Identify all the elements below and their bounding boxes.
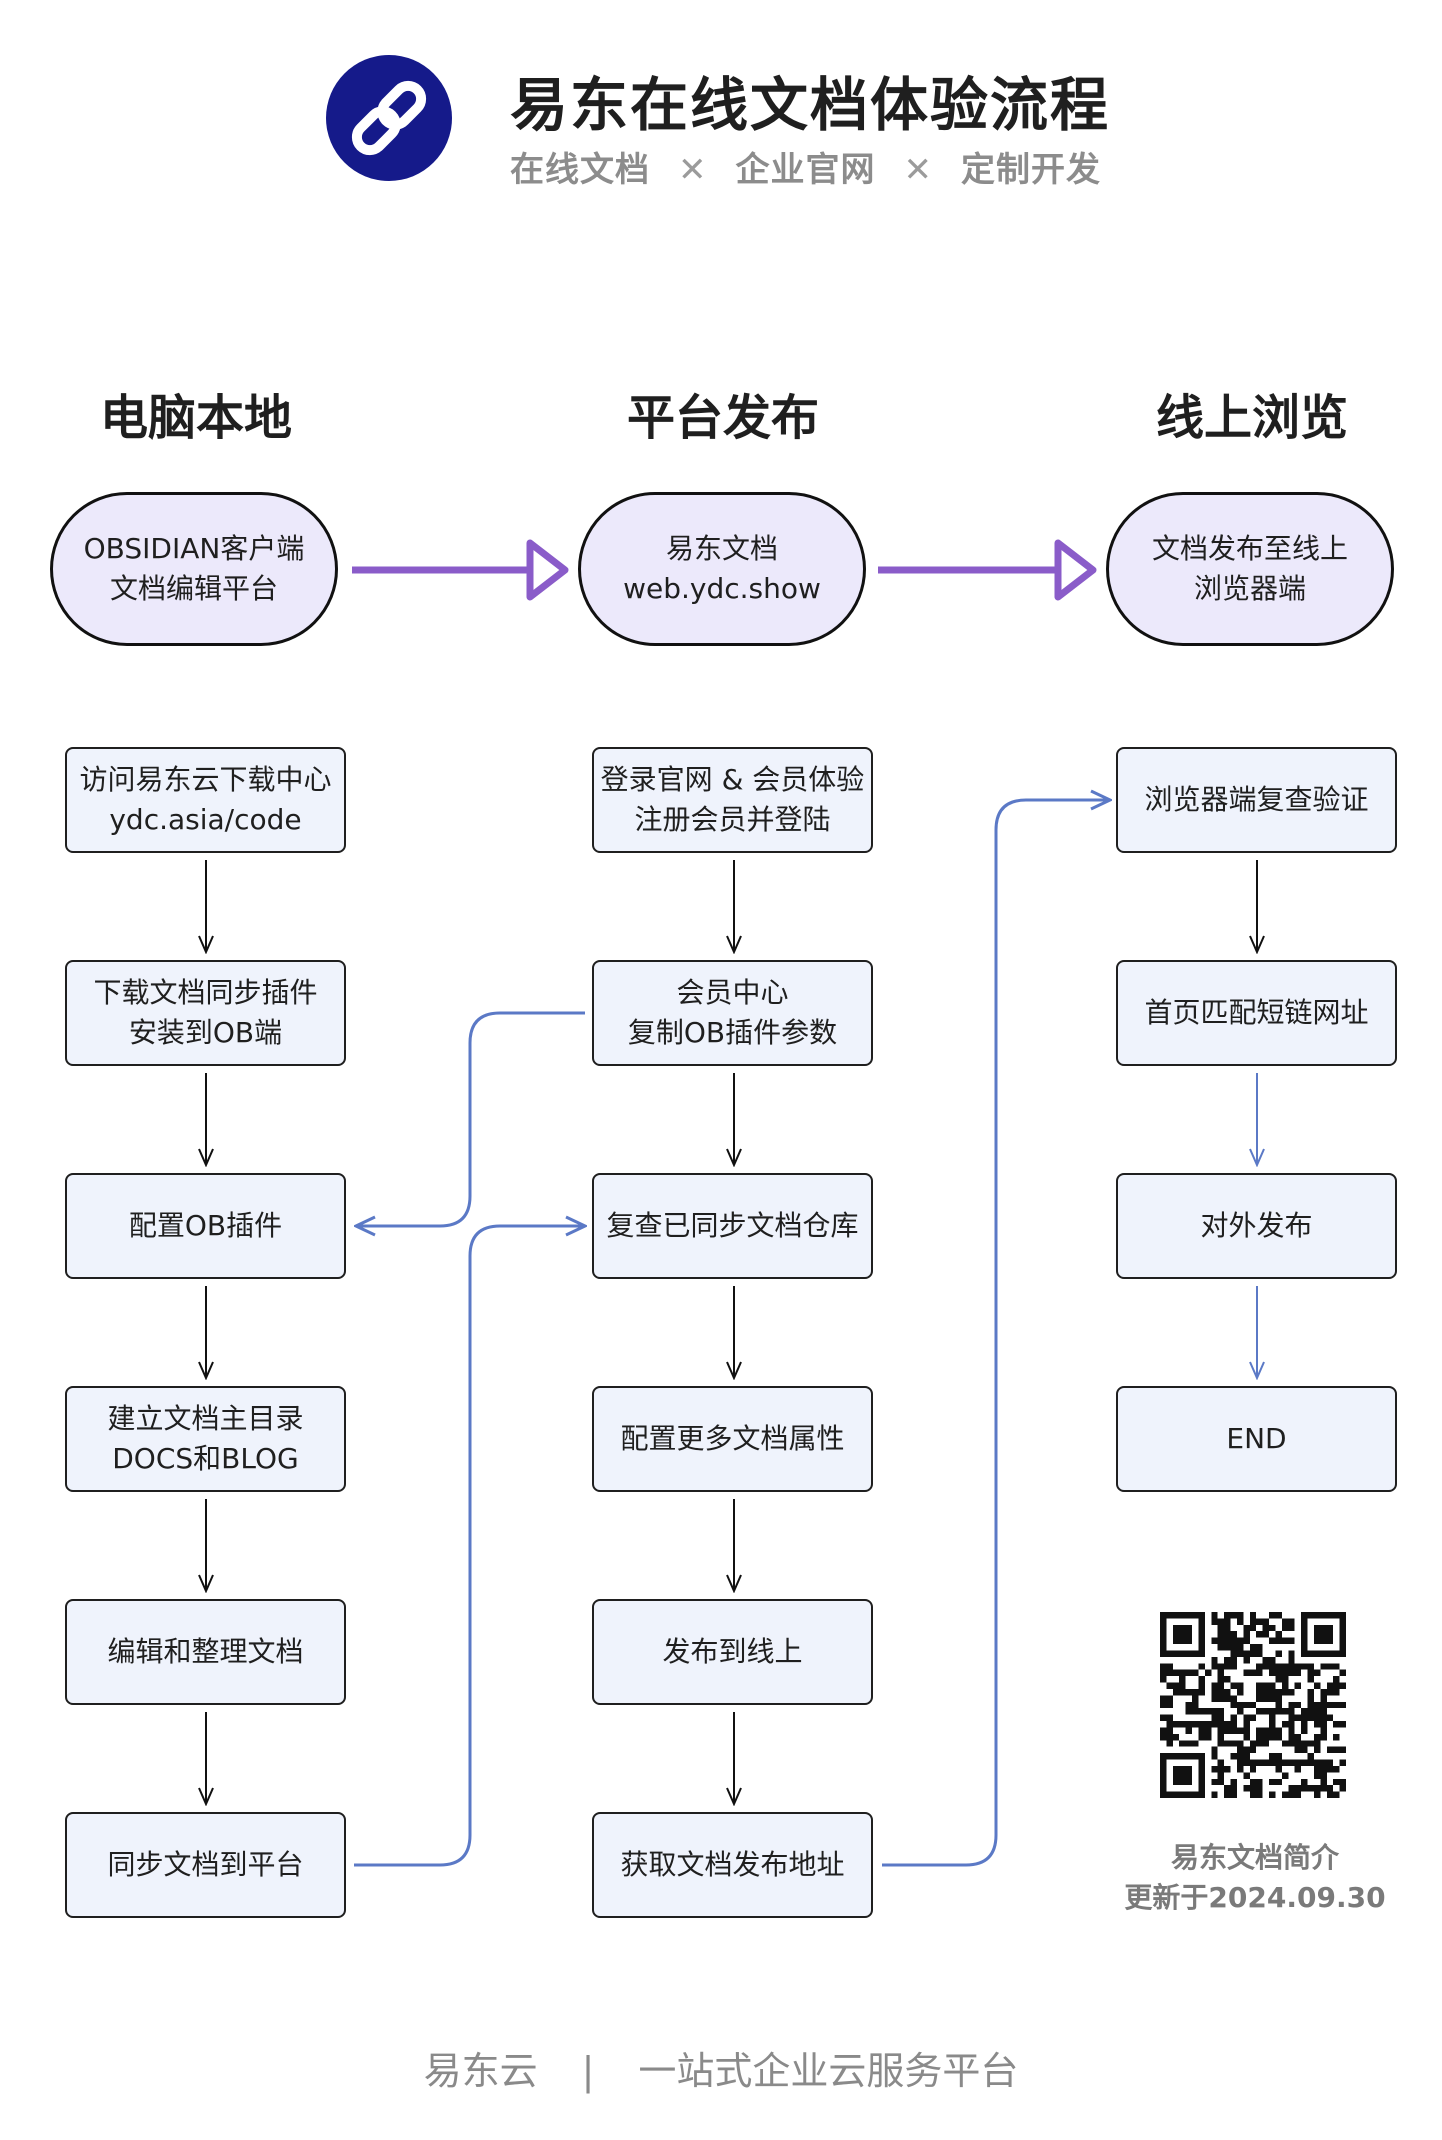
column-heading-online: 线上浏览 xyxy=(1155,390,1348,446)
chain-link-icon xyxy=(351,80,427,156)
step-local-2: 下载文档同步插件 安装到OB端 xyxy=(65,960,346,1066)
step-text: 获取文档发布地址 xyxy=(620,1848,845,1881)
step-text: 建立文档主目录 xyxy=(107,1402,304,1435)
step-text: 复查已同步文档仓库 xyxy=(606,1209,859,1242)
footer: 易东云 | 一站式企业云服务平台 xyxy=(0,2040,1442,2095)
qr-code[interactable] xyxy=(1160,1612,1346,1798)
stage-platform: 易东文档 web.ydc.show xyxy=(578,492,866,646)
qr-caption-block: 易东文档简介 更新于2024.09.30 xyxy=(1110,1838,1400,1918)
qr-code-icon xyxy=(1160,1612,1346,1798)
step-text: 安装到OB端 xyxy=(128,1016,283,1049)
stage-local: OBSIDIAN客户端 文档编辑平台 xyxy=(50,492,338,646)
step-text: 登录官网 & 会员体验 xyxy=(600,763,865,796)
stage-line: 文档发布至线上 xyxy=(1151,532,1348,565)
footer-slogan: 一站式企业云服务平台 xyxy=(638,2049,1019,2093)
step-text: 对外发布 xyxy=(1200,1209,1313,1242)
step-local-4: 建立文档主目录 DOCS和BLOG xyxy=(65,1386,346,1492)
step-text: DOCS和BLOG xyxy=(112,1442,299,1475)
step-online-1: 浏览器端复查验证 xyxy=(1116,747,1397,853)
step-text: 配置OB插件 xyxy=(128,1209,283,1242)
stage-line: web.ydc.show xyxy=(623,572,821,605)
stage-online: 文档发布至线上 浏览器端 xyxy=(1106,492,1394,646)
step-platform-4: 配置更多文档属性 xyxy=(592,1386,873,1492)
stage-line: OBSIDIAN客户端 xyxy=(83,532,305,565)
cross-connector xyxy=(354,1226,585,1867)
stage-arrow xyxy=(352,539,569,601)
step-text: 下载文档同步插件 xyxy=(93,976,318,1009)
cross-connector xyxy=(882,800,1110,1867)
column-heading-local: 电脑本地 xyxy=(99,390,292,446)
subtitle-separator: ✕ xyxy=(678,150,708,190)
step-platform-3: 复查已同步文档仓库 xyxy=(592,1173,873,1279)
stage-line: 易东文档 xyxy=(665,532,778,565)
step-platform-2: 会员中心 复制OB插件参数 xyxy=(592,960,873,1066)
step-text: 编辑和整理文档 xyxy=(107,1635,304,1668)
step-platform-1: 登录官网 & 会员体验 注册会员并登陆 xyxy=(592,747,873,853)
step-text: ydc.asia/code xyxy=(109,803,302,836)
cross-connector xyxy=(356,1011,585,1226)
subtitle-item: 在线文档 xyxy=(510,150,650,190)
step-local-3: 配置OB插件 xyxy=(65,1173,346,1279)
step-text: 浏览器端复查验证 xyxy=(1144,783,1369,816)
step-text: 配置更多文档属性 xyxy=(620,1422,845,1455)
stage-line: 浏览器端 xyxy=(1193,572,1306,605)
step-local-1: 访问易东云下载中心 ydc.asia/code xyxy=(65,747,346,853)
subtitle-separator: ✕ xyxy=(903,150,933,190)
footer-brand: 易东云 xyxy=(423,2049,538,2093)
step-text: END xyxy=(1226,1422,1287,1455)
step-text: 访问易东云下载中心 xyxy=(79,763,332,796)
step-platform-6: 获取文档发布地址 xyxy=(592,1812,873,1918)
step-online-2: 首页匹配短链网址 xyxy=(1116,960,1397,1066)
stage-arrow xyxy=(878,539,1097,601)
step-text: 会员中心 xyxy=(676,976,789,1009)
qr-updated: 更新于2024.09.30 xyxy=(1124,1881,1386,1914)
step-platform-5: 发布到线上 xyxy=(592,1599,873,1705)
step-local-6: 同步文档到平台 xyxy=(65,1812,346,1918)
subtitle-item: 企业官网 xyxy=(735,150,876,190)
logo-badge xyxy=(326,55,452,181)
step-text: 同步文档到平台 xyxy=(107,1848,304,1881)
step-text: 首页匹配短链网址 xyxy=(1144,996,1369,1029)
subtitle-item: 定制开发 xyxy=(961,150,1101,190)
step-online-3: 对外发布 xyxy=(1116,1173,1397,1279)
step-text: 发布到线上 xyxy=(662,1635,803,1668)
column-heading-platform: 平台发布 xyxy=(626,390,819,446)
step-text: 复制OB插件参数 xyxy=(627,1016,838,1049)
step-local-5: 编辑和整理文档 xyxy=(65,1599,346,1705)
qr-caption: 易东文档简介 xyxy=(1170,1841,1339,1874)
footer-divider: | xyxy=(581,2049,595,2093)
page-title: 易东在线文档体验流程 xyxy=(510,71,1111,139)
step-online-4: END xyxy=(1116,1386,1397,1492)
stage-line: 文档编辑平台 xyxy=(109,572,278,605)
page-subtitle: 在线文档 ✕ 企业官网 ✕ 定制开发 xyxy=(510,142,1101,191)
step-text: 注册会员并登陆 xyxy=(634,803,831,836)
